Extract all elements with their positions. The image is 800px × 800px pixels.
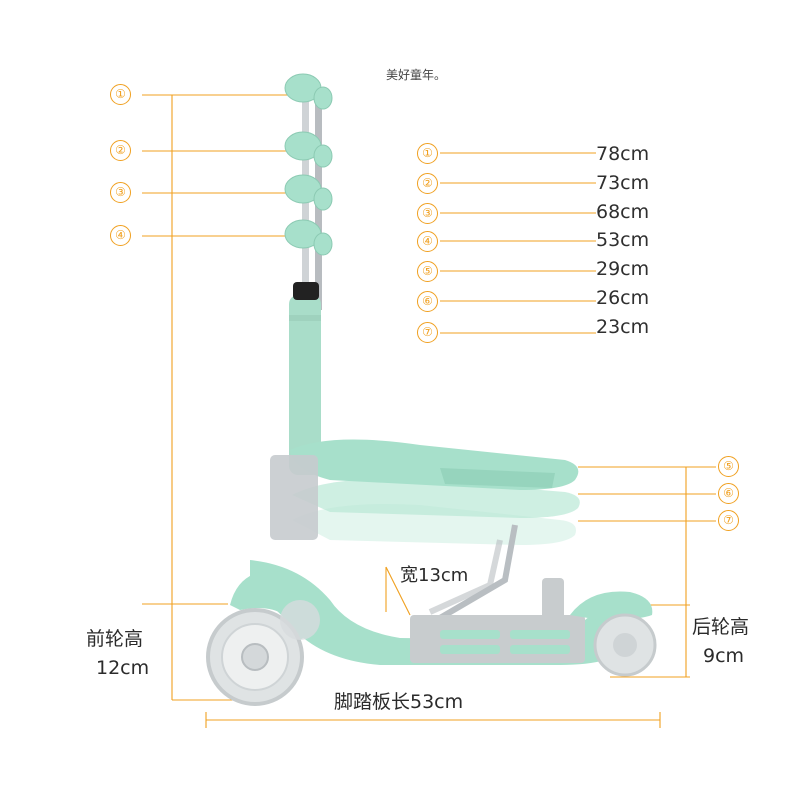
seat-marker-6: ⑥	[718, 483, 739, 504]
front-wheel-value: 12cm	[96, 657, 150, 679]
table-value-5: 29cm	[596, 258, 650, 280]
table-marker-5: ⑤	[417, 261, 438, 282]
table-value-4: 53cm	[596, 229, 650, 251]
deck-width-label: 宽13cm	[400, 565, 469, 586]
rear-wheel	[570, 591, 657, 677]
seat-marker-5: ⑤	[718, 456, 739, 477]
handle-marker-1: ①	[110, 84, 131, 105]
table-marker-3: ③	[417, 203, 438, 224]
handle-marker-4: ④	[110, 225, 131, 246]
table-value-6: 26cm	[596, 287, 650, 309]
deck-length-label: 脚踏板长53cm	[334, 691, 464, 713]
handle-grips	[284, 73, 333, 256]
table-value-3: 68cm	[596, 201, 650, 223]
front-wheel-label: 前轮高	[86, 628, 144, 650]
rear-wheel-value: 9cm	[703, 645, 745, 667]
rear-wheel-label: 后轮高	[692, 616, 750, 638]
handle-marker-3: ③	[110, 182, 131, 203]
seat-support	[428, 524, 518, 621]
table-marker-1: ①	[417, 143, 438, 164]
table-marker-4: ④	[417, 231, 438, 252]
table-marker-6: ⑥	[417, 291, 438, 312]
seat-marker-7: ⑦	[718, 510, 739, 531]
tagline: 美好童年。	[386, 68, 447, 82]
table-value-1: 78cm	[596, 143, 650, 165]
table-value-2: 73cm	[596, 172, 650, 194]
handle-marker-2: ②	[110, 140, 131, 161]
seat	[270, 439, 580, 545]
front-wheel	[206, 570, 330, 706]
table-marker-7: ⑦	[417, 322, 438, 343]
deck	[250, 560, 640, 665]
leader-lines	[142, 94, 716, 728]
table-marker-2: ②	[417, 173, 438, 194]
table-value-7: 23cm	[596, 316, 650, 338]
